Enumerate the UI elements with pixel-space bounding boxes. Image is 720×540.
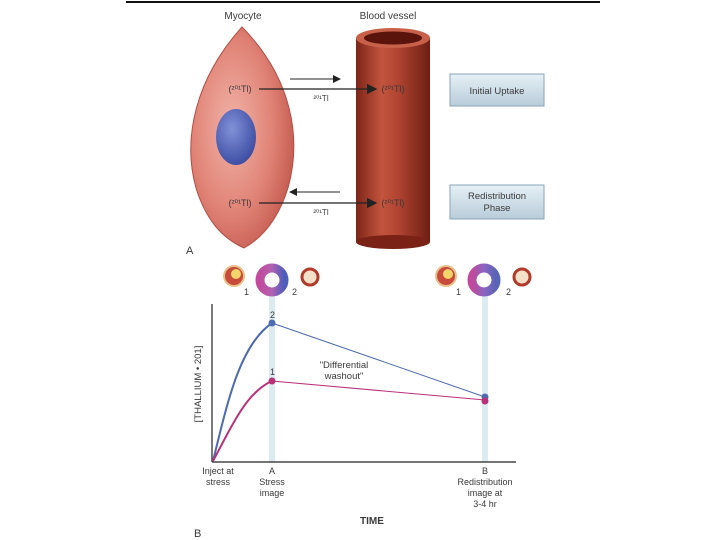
blood-vessel-title: Blood vessel bbox=[360, 11, 417, 22]
panel-a-label: A bbox=[186, 245, 194, 257]
initial-uptake-box bbox=[449, 73, 545, 107]
y-axis-label: [THALLIUM • 201] bbox=[193, 346, 204, 423]
curve-2-washout bbox=[271, 322, 486, 398]
tl-vessel-upper: (²⁰¹Tl) bbox=[381, 84, 404, 94]
blood-vessel-lumen bbox=[364, 31, 422, 45]
ring-group-left: 1 2 bbox=[223, 263, 320, 297]
initial-uptake-label: Initial Uptake bbox=[470, 86, 525, 97]
x-label-inject-line1: Inject at bbox=[202, 466, 234, 476]
tl-cell-upper: (²⁰¹Tl) bbox=[228, 84, 251, 94]
guide-bar-b bbox=[482, 296, 488, 462]
curve-2-label: 2 bbox=[270, 310, 275, 320]
x-label-a-line1: Stress bbox=[259, 477, 285, 487]
tl-cell-lower: (²⁰¹Tl) bbox=[228, 198, 251, 208]
curve-1-point-a bbox=[268, 377, 276, 385]
perfusion-ring-left bbox=[255, 263, 289, 297]
ring-group-right: 1 2 bbox=[435, 263, 532, 297]
x-label-inject-line2: stress bbox=[206, 477, 231, 487]
curve-1-point-b bbox=[481, 397, 489, 405]
blood-vessel bbox=[356, 38, 430, 242]
ring-label-right-1: 1 bbox=[456, 287, 461, 297]
redistribution-phase-box bbox=[449, 184, 545, 220]
nucleus bbox=[216, 109, 256, 165]
panel-b-label: B bbox=[194, 528, 201, 540]
x-label-b-line2: image at bbox=[468, 488, 503, 498]
curve-2-uptake bbox=[212, 322, 273, 462]
myocyte-title: Myocyte bbox=[224, 11, 262, 22]
small-ring-icon-right bbox=[512, 267, 532, 287]
curve-2-point-a bbox=[268, 319, 276, 327]
curve-1-washout bbox=[271, 380, 486, 401]
tl-vessel-lower: (²⁰¹Tl) bbox=[381, 198, 404, 208]
small-heart-core-right bbox=[443, 269, 453, 279]
panel-b: 1 2 1 2 [THALLIUM • 201] 2 1 "Differenti… bbox=[193, 263, 532, 540]
curve-1-uptake bbox=[212, 380, 273, 462]
ring-label-right-2: 2 bbox=[506, 287, 511, 297]
curve-1-label: 1 bbox=[270, 367, 275, 377]
tl-arrow-upper: ²⁰¹Tl bbox=[313, 94, 328, 103]
redistribution-label-line1: Redistribution bbox=[468, 191, 526, 202]
small-heart-core-left bbox=[231, 269, 241, 279]
blood-vessel-bottom bbox=[356, 235, 430, 249]
perfusion-ring-right bbox=[467, 263, 501, 297]
panel-a: Myocyte Blood vessel (²⁰¹Tl) (²⁰¹Tl) ²⁰¹… bbox=[186, 11, 545, 257]
x-label-b-line3: 3-4 hr bbox=[473, 499, 497, 509]
annotation-line2: washout" bbox=[324, 371, 364, 382]
annotation-line1: "Differential bbox=[320, 360, 369, 371]
x-axis-title: TIME bbox=[360, 516, 384, 527]
x-label-a-line2: image bbox=[260, 488, 285, 498]
small-ring-icon-left bbox=[300, 267, 320, 287]
tl-arrow-lower: ²⁰¹Tl bbox=[313, 208, 328, 217]
redistribution-label-line2: Phase bbox=[484, 203, 511, 214]
x-label-b-line1: Redistribution bbox=[457, 477, 512, 487]
ring-label-left-1: 1 bbox=[244, 287, 249, 297]
x-label-a-letter: A bbox=[269, 466, 275, 476]
x-label-b-letter: B bbox=[482, 466, 488, 476]
ring-label-left-2: 2 bbox=[292, 287, 297, 297]
